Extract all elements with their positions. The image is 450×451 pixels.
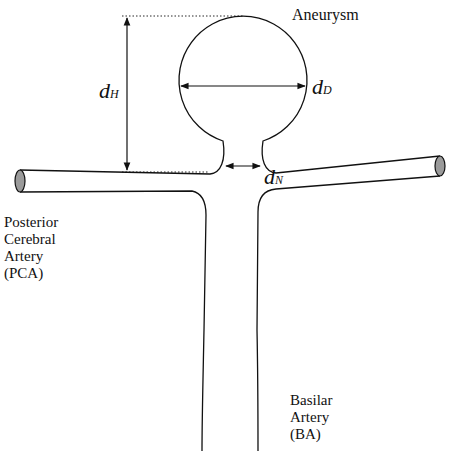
height-dimension: dH	[99, 80, 119, 105]
height-guide-top	[122, 16, 243, 17]
diameter-arrow	[181, 85, 305, 86]
diameter-dimension: dD	[312, 76, 332, 101]
basilar-right-wall	[257, 176, 440, 451]
pca-label: Posterior Cerebral Artery (PCA)	[4, 214, 74, 282]
vessel-end-left	[15, 170, 25, 192]
vessel-end-right	[435, 156, 445, 176]
aneurysm-outline	[20, 16, 440, 174]
basilar-label: Basilar Artery (BA)	[290, 392, 350, 443]
height-arrow	[126, 18, 127, 170]
neck-dimension: dN	[264, 166, 283, 191]
neck-arrow	[226, 165, 260, 166]
height-guide-bottom	[122, 172, 208, 173]
aneurysm-label: Aneurysm	[292, 6, 359, 24]
